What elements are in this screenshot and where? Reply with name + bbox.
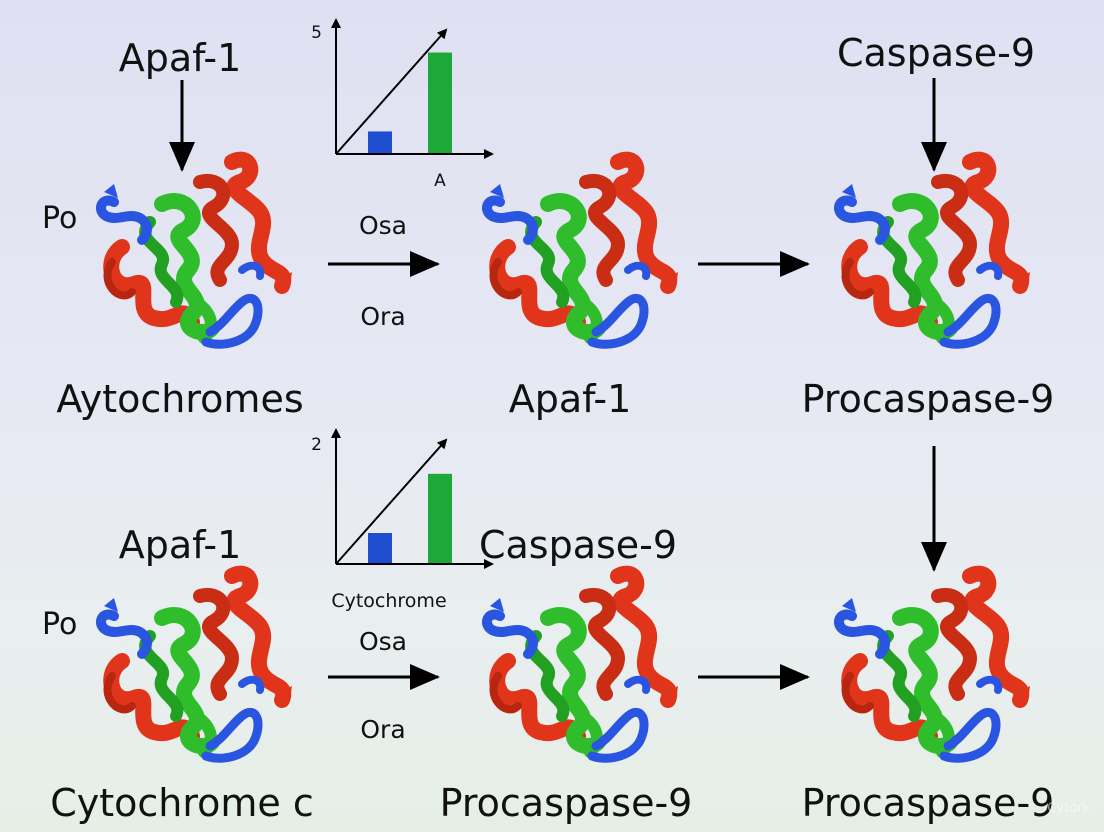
caspase9-input-label: Caspase-9 [837, 31, 1035, 75]
protein-ribbon-3 [839, 160, 1030, 345]
arrow-label-ora: Ora [360, 302, 405, 331]
arrow-label-osa: Osa [359, 627, 407, 656]
caspase9-input-label-bottom: Caspase-9 [479, 523, 677, 567]
protein-label-4: Cytochrome c [50, 781, 314, 825]
arrow-label-osa: Osa [359, 211, 407, 240]
bar-2 [428, 473, 452, 564]
protein-label-1: Aytochromes [56, 377, 303, 421]
x-tick-label: A [434, 171, 446, 191]
protein-label-3: Procaspase-9 [802, 377, 1055, 421]
arrow-label-ora: Ora [360, 715, 405, 744]
protein-ribbon-2 [487, 160, 678, 345]
protein-ribbon-6 [839, 574, 1030, 759]
trend-arrow [335, 28, 448, 155]
bar-1 [368, 131, 392, 154]
x-axis-label: Cytochrome [331, 590, 446, 612]
protein-ribbon-4 [101, 574, 292, 759]
protein-ribbon-1 [101, 160, 292, 345]
bar-1 [368, 533, 392, 564]
mini-bar-chart-top: 5 A [311, 18, 494, 191]
apaf1-input-label-bottom: Apaf-1 [119, 523, 242, 567]
bar-2 [428, 52, 452, 154]
protein-label-5: Procaspase-9 [440, 781, 693, 825]
y-tick-label: 2 [311, 435, 322, 455]
po-label: Po [42, 607, 77, 642]
watermark: Cytork [1047, 801, 1090, 816]
po-label: Po [42, 201, 77, 236]
trend-arrow [335, 438, 448, 565]
mini-bar-chart-bottom: 2 Cytochrome [311, 428, 494, 612]
y-tick-label: 5 [311, 23, 322, 43]
protein-ribbon-5 [487, 574, 678, 759]
protein-label-2: Apaf-1 [509, 377, 632, 421]
apaf1-input-label: Apaf-1 [119, 36, 242, 80]
protein-label-6: Procaspase-9 [802, 781, 1055, 825]
